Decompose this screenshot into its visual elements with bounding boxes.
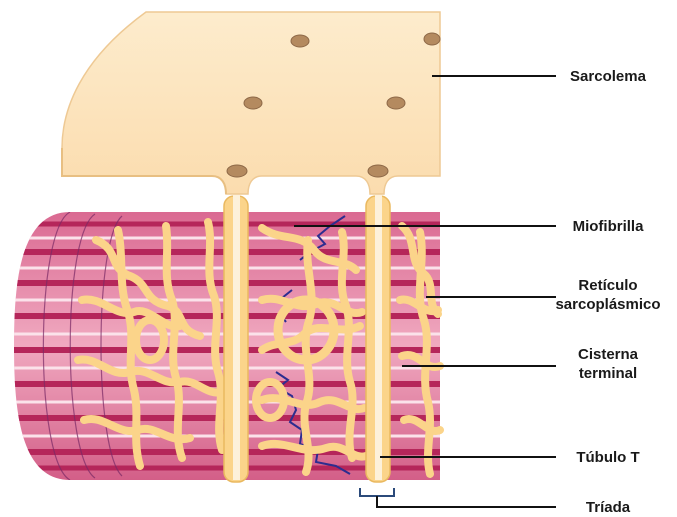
label-miofibrilla: Miofibrilla: [573, 218, 644, 235]
leader-triada: [377, 496, 556, 507]
label-tubulo: Túbulo T: [576, 449, 639, 466]
labels: Sarcolema Miofibrilla Retículo sarcoplás…: [555, 68, 660, 516]
label-reticulo-line2: sarcoplásmico: [555, 296, 660, 313]
label-triada: Tríada: [586, 499, 631, 516]
triad-bracket: [360, 488, 394, 496]
label-reticulo-line1: Retículo: [578, 277, 637, 294]
label-cisterna-line1: Cisterna: [578, 346, 639, 363]
t-tubule-left: [224, 180, 248, 482]
label-cisterna-line2: terminal: [579, 365, 637, 382]
sarcolemma-sheet: [62, 12, 440, 194]
label-sarcolema: Sarcolema: [570, 68, 647, 85]
